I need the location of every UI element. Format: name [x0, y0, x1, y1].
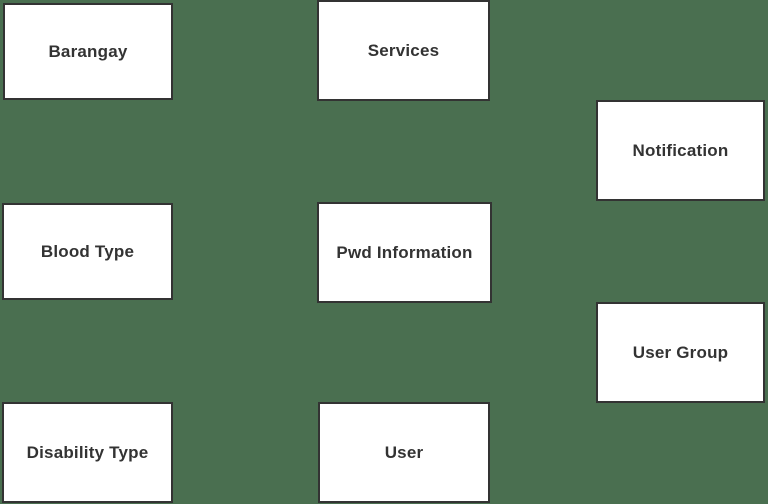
- entity-box-pwd-information[interactable]: Pwd Information: [317, 202, 492, 303]
- entity-box-barangay[interactable]: Barangay: [3, 3, 173, 100]
- entity-label-services: Services: [367, 40, 440, 60]
- entity-label-barangay: Barangay: [48, 41, 128, 61]
- entity-label-disability-type: Disability Type: [26, 442, 149, 462]
- entity-label-pwd-information: Pwd Information: [336, 242, 473, 262]
- entity-box-user-group[interactable]: User Group: [596, 302, 765, 403]
- entity-box-notification[interactable]: Notification: [596, 100, 765, 201]
- entity-box-services[interactable]: Services: [317, 0, 490, 101]
- entity-box-user[interactable]: User: [318, 402, 490, 503]
- entity-label-notification: Notification: [632, 140, 729, 160]
- entity-label-blood-type: Blood Type: [40, 241, 135, 261]
- entity-label-user-group: User Group: [632, 342, 729, 362]
- entity-box-blood-type[interactable]: Blood Type: [2, 203, 173, 300]
- entity-box-disability-type[interactable]: Disability Type: [2, 402, 173, 503]
- entity-label-user: User: [384, 442, 424, 462]
